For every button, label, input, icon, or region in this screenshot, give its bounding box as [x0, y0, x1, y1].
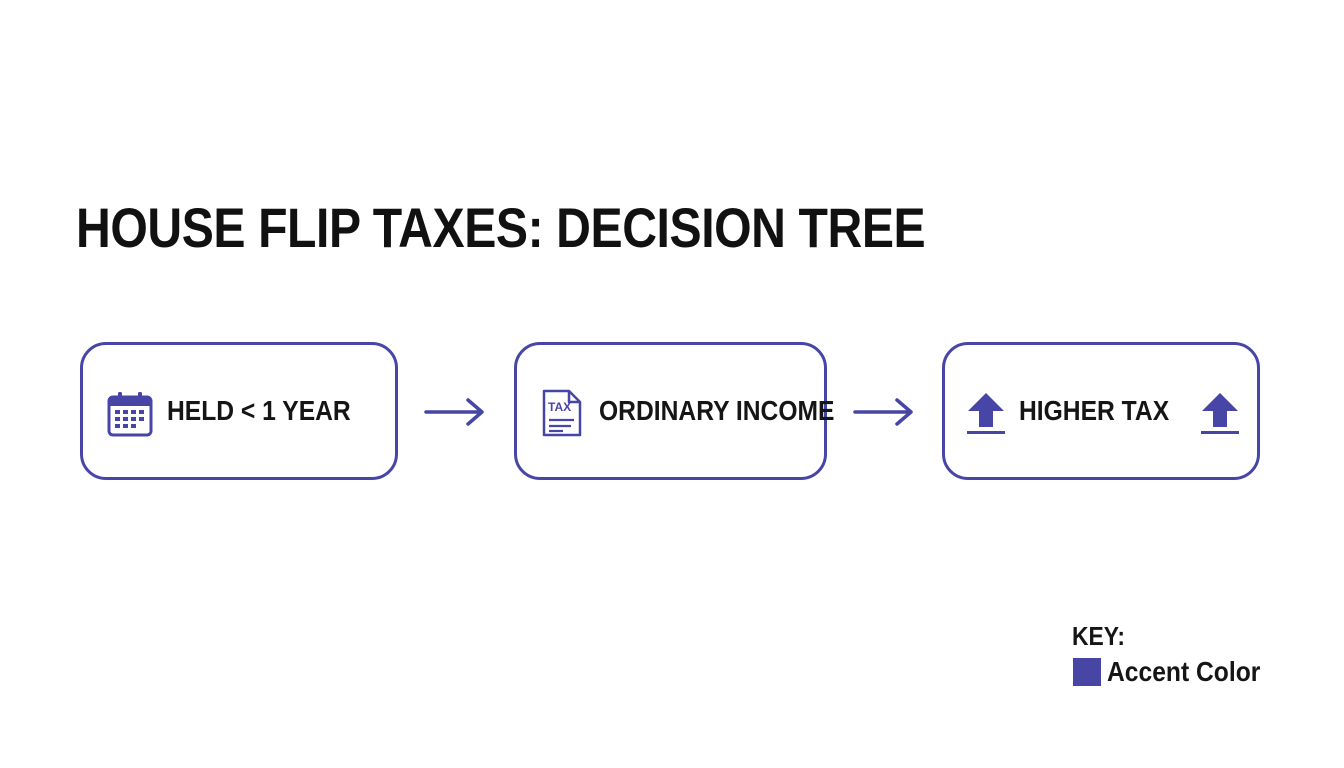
node-held-less-than-1-year: HELD < 1 YEAR: [80, 342, 398, 480]
tax-document-text: TAX: [548, 400, 571, 414]
legend: KEY: Accent Color: [1072, 620, 1312, 687]
diagram-title: HOUSE FLIP TAXES: DECISION TREE: [76, 196, 926, 259]
node-label: ORDINARY INCOME: [599, 395, 835, 426]
node-label: HELD < 1 YEAR: [167, 395, 351, 426]
tax-document-icon: TAX: [542, 389, 582, 437]
node-higher-tax: HIGHER TAX: [942, 342, 1260, 480]
node-label: HIGHER TAX: [1019, 395, 1170, 426]
arrow-up-icon: [967, 393, 1005, 434]
legend-item: Accent Color: [1072, 656, 1312, 688]
arrow-right-icon: [853, 398, 913, 426]
arrow-up-icon: [1201, 393, 1239, 434]
legend-title: KEY:: [1072, 621, 1125, 651]
legend-label: Accent Color: [1107, 656, 1261, 687]
calendar-icon: [107, 392, 153, 437]
legend-swatch: [1073, 658, 1101, 686]
node-ordinary-income: TAX ORDINARY INCOME: [514, 342, 834, 480]
arrow-right-icon: [424, 398, 484, 426]
